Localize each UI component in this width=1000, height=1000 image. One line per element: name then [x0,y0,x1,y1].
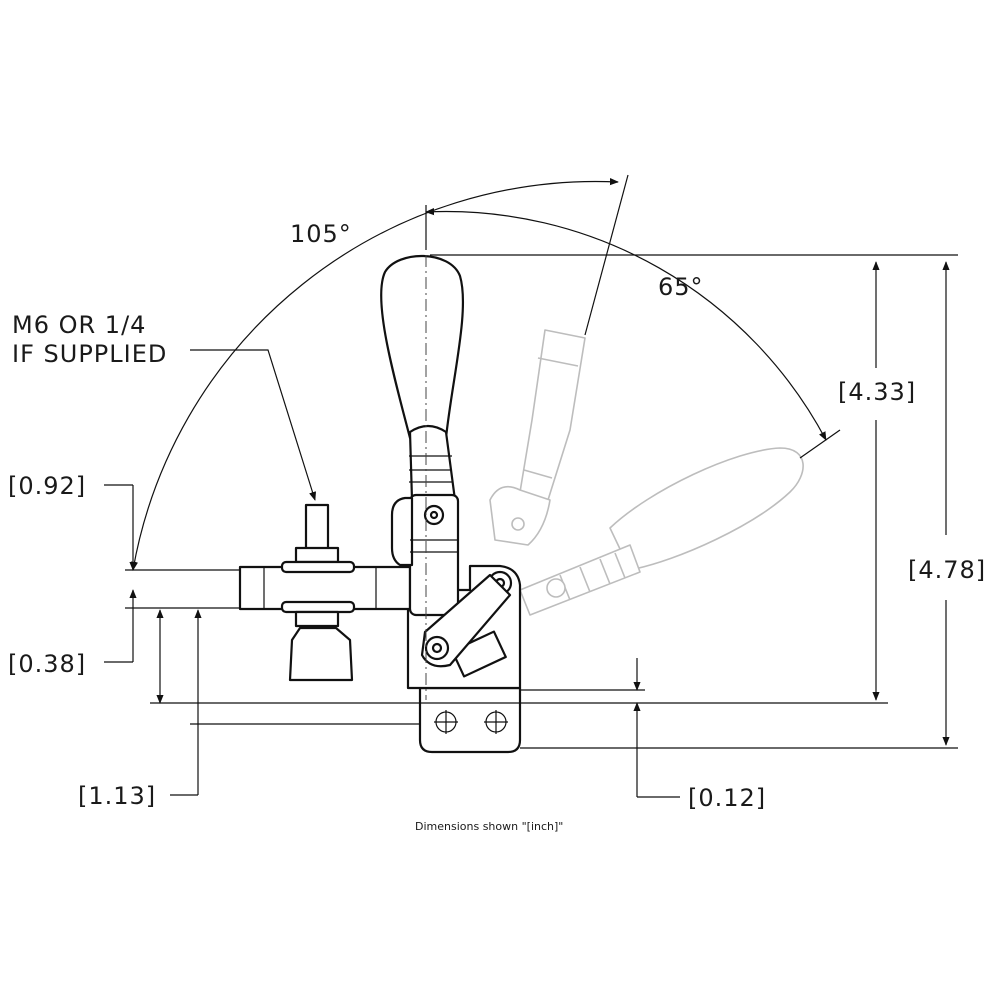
right-dimensions [430,254,958,798]
left-dimensions [104,484,420,796]
dim-label-092: [0.92] [8,472,86,500]
angle-105-label: 105° [290,220,352,248]
ghost-handle-65 [489,329,586,546]
ghost-handle-105 [519,447,804,616]
dim-label-113: [1.13] [78,782,156,810]
dim-label-478: [4.78] [908,556,986,584]
dim-label-433: [4.33] [838,378,916,406]
thread-label-line1: M6 OR 1/4 [12,311,146,339]
units-note: Dimensions shown "[inch]" [415,820,563,833]
dim-label-038: [0.38] [8,650,86,678]
base-plate [418,686,522,754]
angle-65-label: 65° [658,273,704,301]
dim-label-012: [0.12] [688,784,766,812]
linkage [420,573,512,668]
thread-leader [190,349,317,501]
handle [380,254,465,617]
thread-label-line2: IF SUPPLIED [12,340,167,368]
